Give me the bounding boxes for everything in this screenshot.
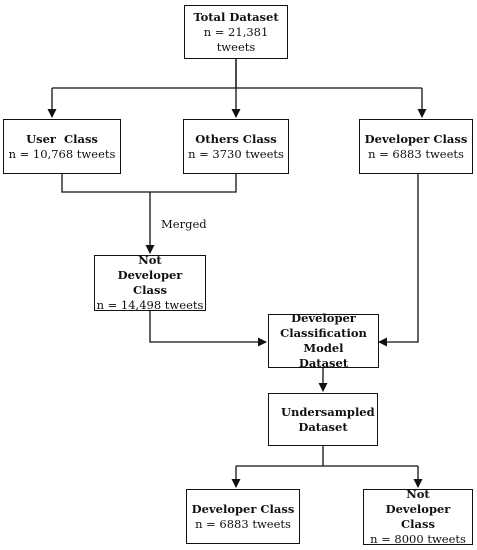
node-count: n = 3730 tweets <box>188 146 284 161</box>
node-title: Undersampled Dataset <box>281 404 375 434</box>
node-title: Total Dataset <box>193 9 279 24</box>
node-title: Not Developer Class <box>117 253 183 297</box>
node-total-dataset: Total Dataset n = 21,381 tweets <box>184 5 288 59</box>
node-count: n = 8000 tweets <box>370 532 466 546</box>
node-count: n = 6883 tweets <box>195 516 291 531</box>
node-user-class: User Class n = 10,768 tweets <box>3 119 121 174</box>
node-title: User Class <box>26 131 98 146</box>
node-not-developer-class: Not Developer Class n = 14,498 tweets <box>94 253 206 312</box>
node-count: n = 10,768 tweets <box>8 146 116 161</box>
node-others-class: Others Class n = 3730 tweets <box>183 119 289 174</box>
node-count: n = 21,381 tweets <box>203 24 269 54</box>
node-model-dataset: Developer Classification Model Dataset <box>268 311 379 370</box>
node-not-developer-class-output: Not Developer Class n = 8000 tweets <box>363 487 473 546</box>
node-developer-class-output: Developer Class n = 6883 tweets <box>186 489 300 544</box>
node-title: Others Class <box>195 131 277 146</box>
node-title: Developer Class <box>364 131 468 146</box>
edge-merge <box>61 174 237 253</box>
edge-notdev-to-model <box>149 311 267 347</box>
edge-total-split <box>52 59 422 89</box>
node-title: Developer Class <box>191 501 295 516</box>
edge-developer-to-model <box>378 174 419 347</box>
edge-undersampled-split <box>236 446 418 467</box>
merged-label: Merged <box>161 217 207 231</box>
node-title: Not Developer Class <box>385 487 451 531</box>
node-count: n = 14,498 tweets <box>96 298 204 312</box>
node-developer-class: Developer Class n = 6883 tweets <box>359 119 473 174</box>
node-title: Developer Classification Model Dataset <box>280 311 367 370</box>
node-undersampled-dataset: Undersampled Dataset <box>268 393 378 446</box>
node-count: n = 6883 tweets <box>368 146 464 161</box>
